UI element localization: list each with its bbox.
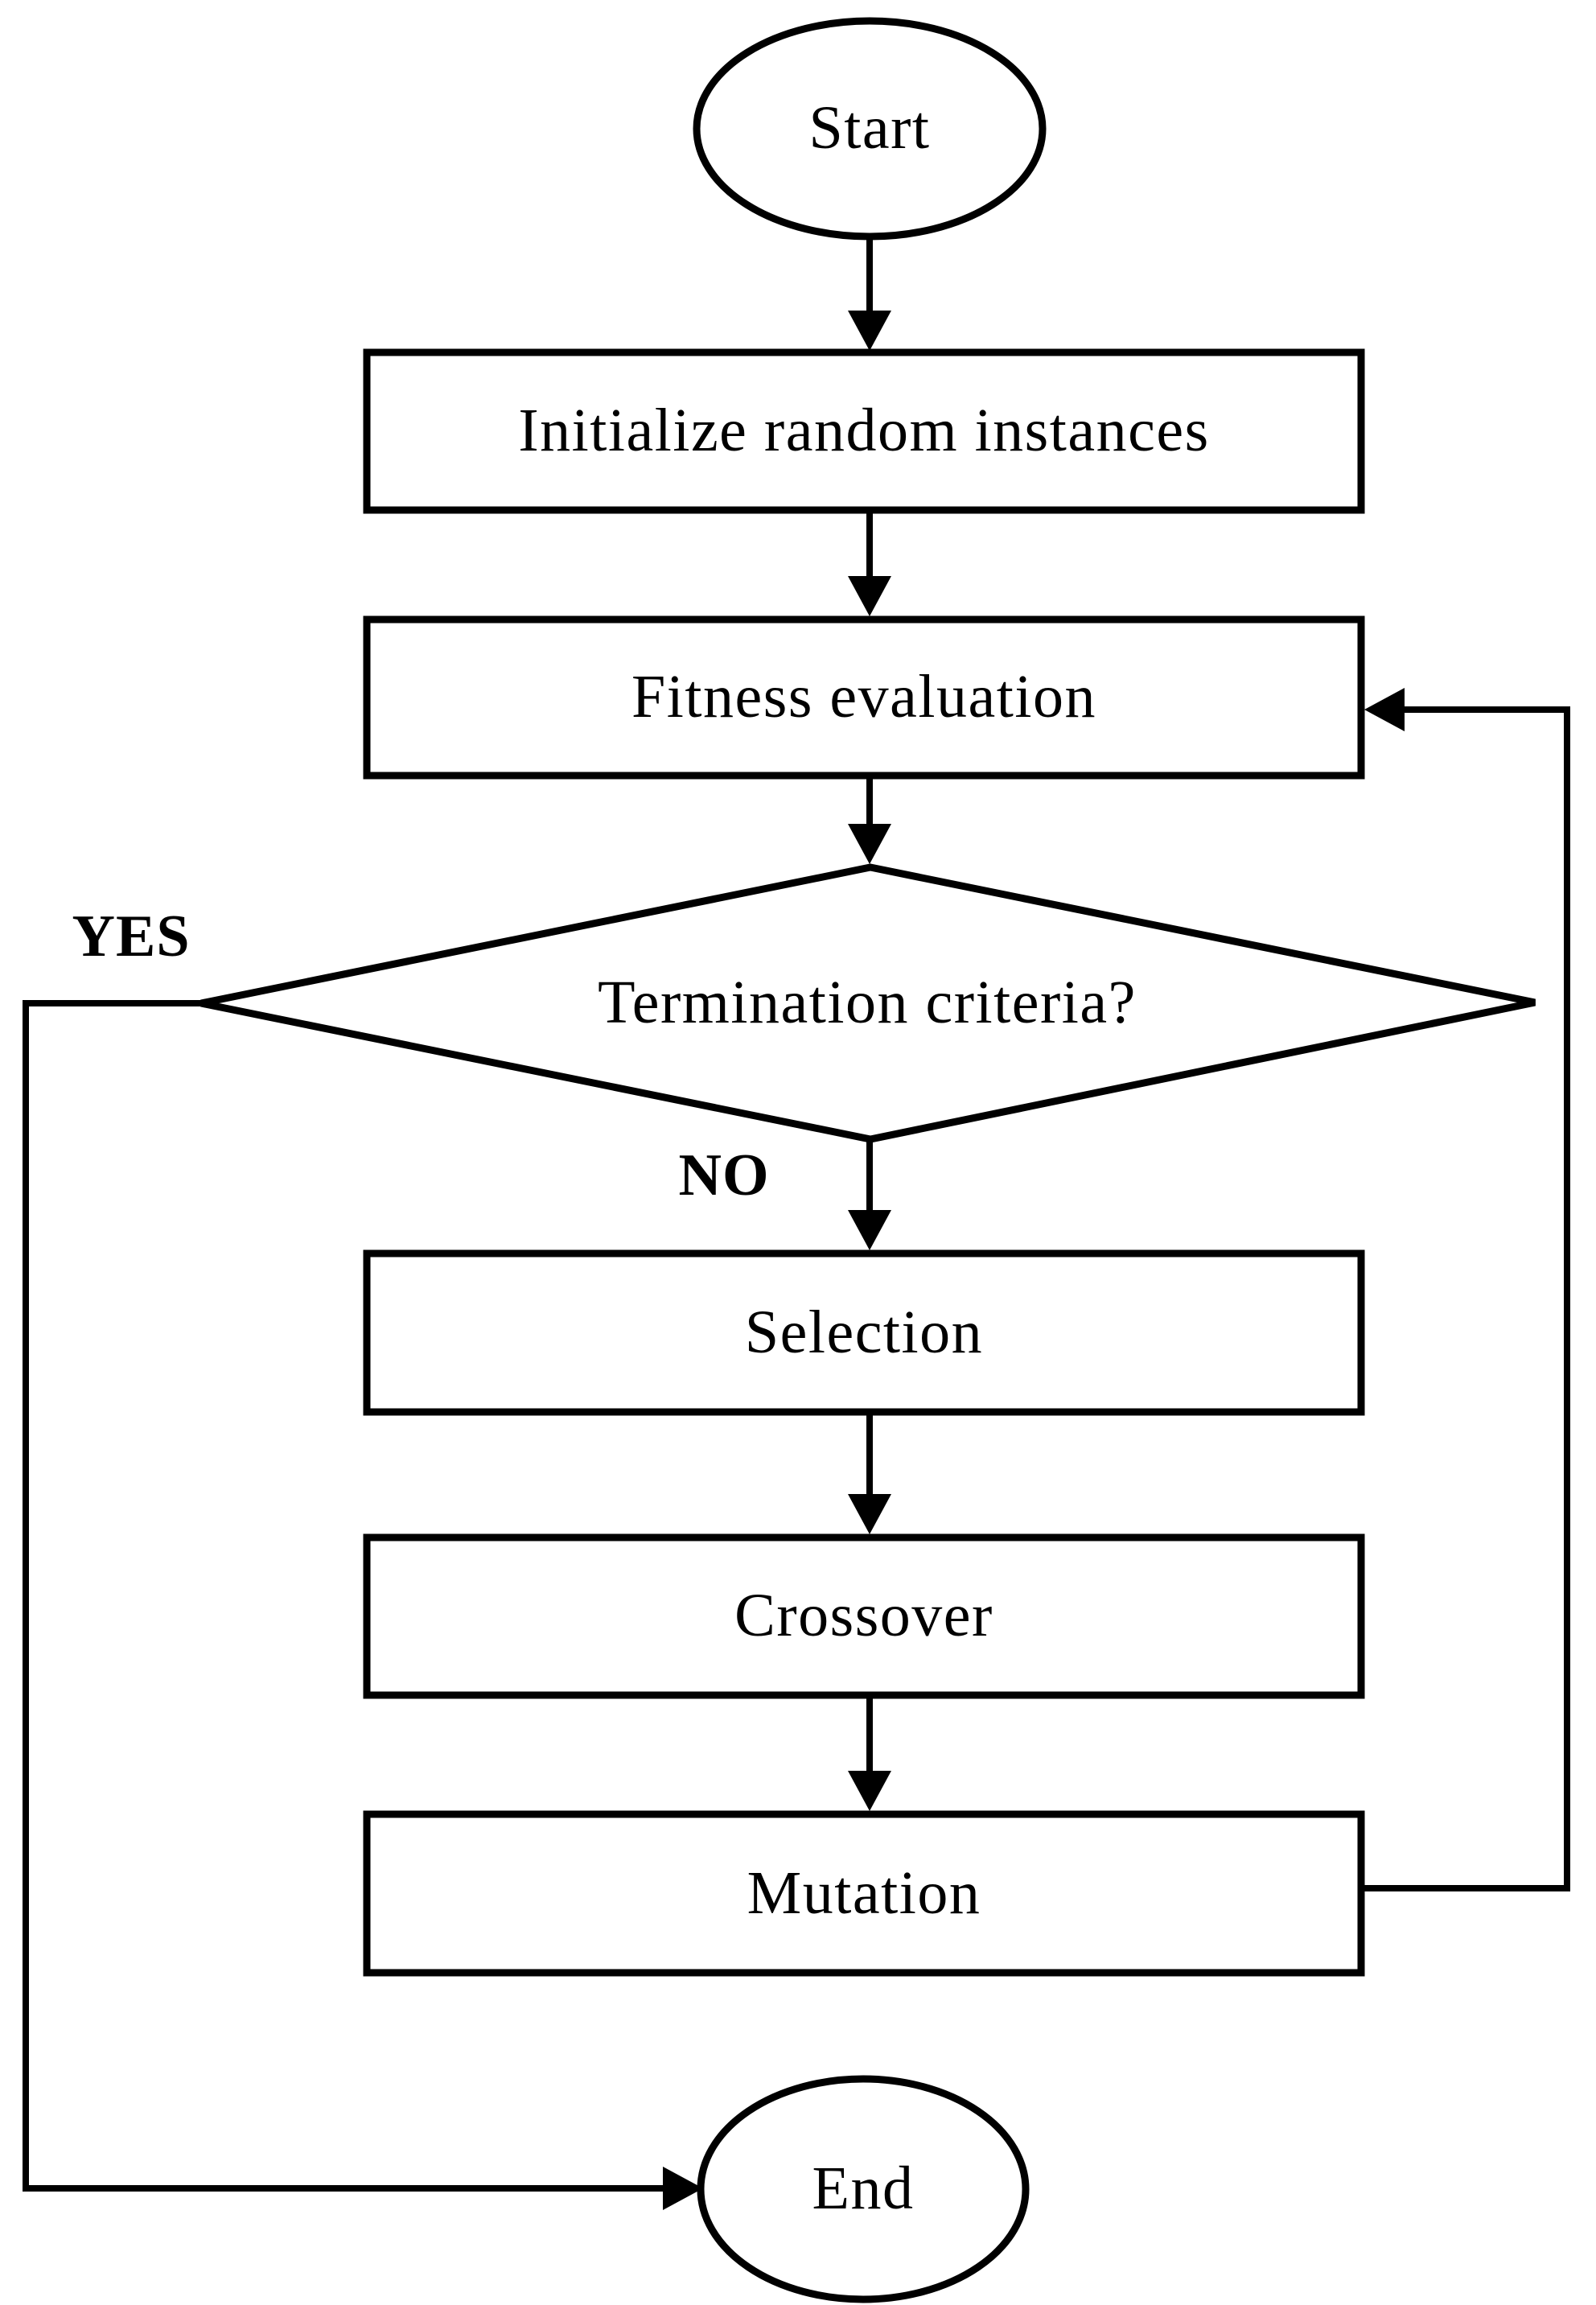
mutation-process-shape (363, 1810, 1365, 1977)
crossover-process-shape (363, 1533, 1365, 1699)
arrow-initialize-to-fitness-head (848, 576, 891, 616)
decision-diamond-shape (200, 863, 1536, 1143)
start-terminator-shape (693, 17, 1047, 241)
end-terminator-shape (697, 2075, 1030, 2303)
fitness-process-shape (363, 615, 1365, 780)
arrow-selection-to-crossover-head (848, 1494, 891, 1534)
feedback-mutation-to-fitness-line (1361, 706, 1570, 1891)
arrow-fitness-to-decision-head (848, 824, 891, 864)
feedback-mutation-to-fitness-head (1364, 688, 1405, 731)
arrow-start-to-initialize-head (848, 311, 891, 351)
yes-decision-to-end-line (23, 1000, 668, 2192)
initialize-process-shape (363, 348, 1365, 514)
arrow-decision-to-selection-head (848, 1210, 891, 1250)
selection-process-shape (363, 1249, 1365, 1416)
yes-decision-to-end-head (663, 2167, 703, 2210)
arrow-crossover-to-mutation-head (848, 1771, 891, 1811)
